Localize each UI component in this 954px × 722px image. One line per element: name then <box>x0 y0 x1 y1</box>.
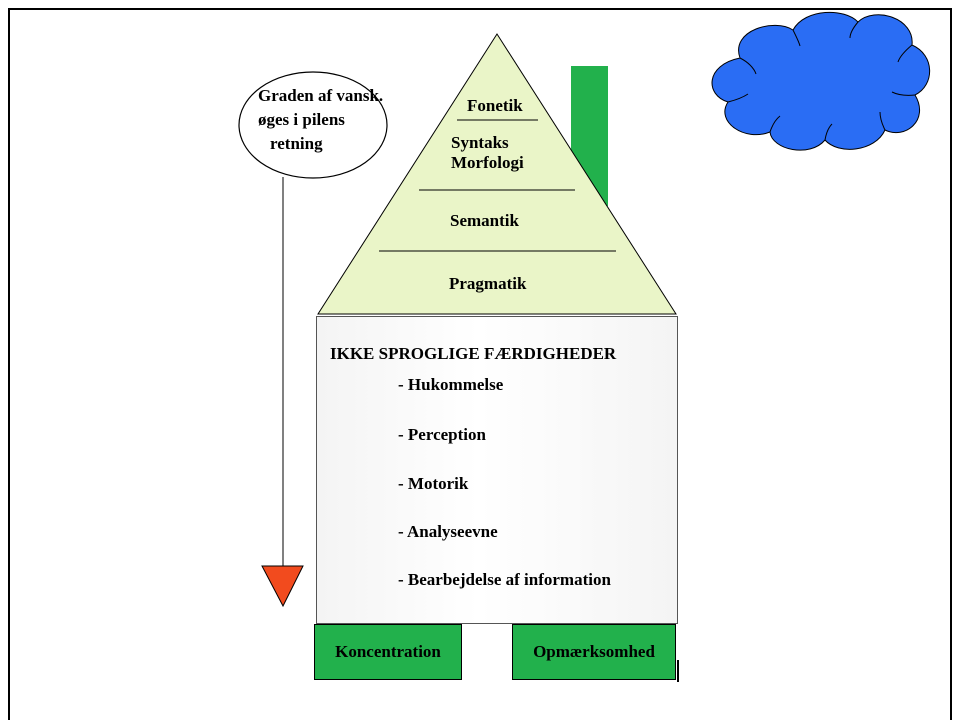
roof-label-pragmatik: Pragmatik <box>449 274 527 293</box>
speech-bubble <box>238 71 388 179</box>
bubble-line-2: øges i pilens <box>258 110 345 129</box>
cloud-icon <box>711 11 931 151</box>
body-item-bearbejdelse: - Bearbejdelse af information <box>398 570 611 589</box>
roof-triangle <box>317 33 677 315</box>
slide-frame <box>8 8 952 720</box>
roof-label-syntaks: Syntaks Morfologi <box>451 133 524 172</box>
foundation-opmaerksomhed-label: Opmærksomhed <box>533 642 655 661</box>
foundation-koncentration: Koncentration <box>314 624 462 680</box>
body-item-motorik: - Motorik <box>398 474 469 493</box>
bubble-line-3: retning <box>270 134 323 153</box>
roof-label-semantik: Semantik <box>450 211 519 230</box>
foundation-koncentration-label: Koncentration <box>335 642 441 661</box>
body-item-hukommelse: - Hukommelse <box>398 375 504 394</box>
bubble-line-1: Graden af vansk. <box>258 86 384 105</box>
body-item-perception: - Perception <box>398 425 486 444</box>
roof-label-fonetik: Fonetik <box>467 96 523 115</box>
house-body <box>316 316 678 624</box>
foundation-opmaerksomhed: Opmærksomhed <box>512 624 676 680</box>
body-title: IKKE SPROGLIGE FÆRDIGHEDER <box>330 344 617 363</box>
body-item-analyseevne: - Analyseevne <box>398 522 498 541</box>
difficulty-arrow-head <box>261 565 304 608</box>
